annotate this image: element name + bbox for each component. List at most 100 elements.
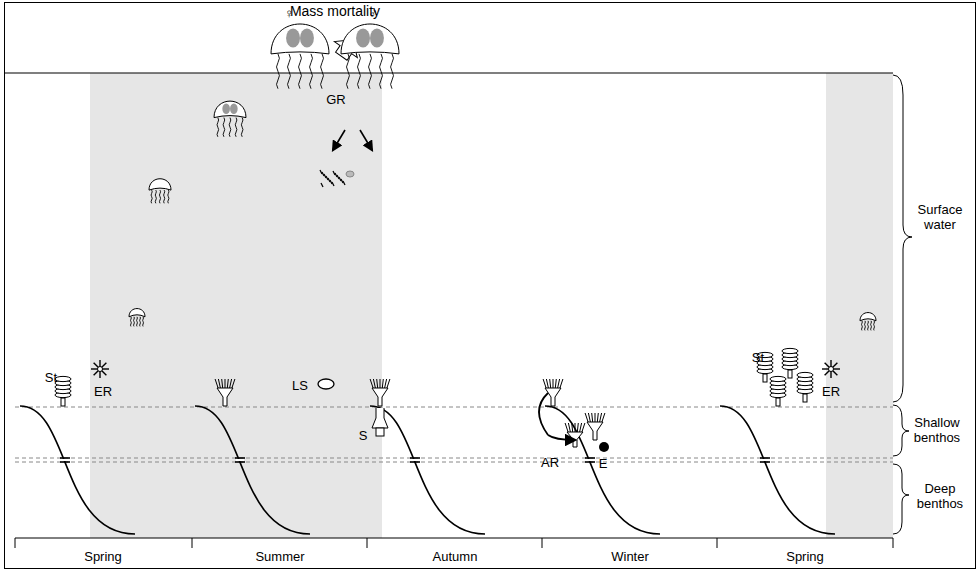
larva-settling	[318, 379, 334, 389]
polyp-tentacle	[222, 379, 223, 388]
medusa-bell	[860, 313, 876, 321]
tentacle	[241, 118, 243, 137]
polyp-tentacle	[582, 423, 585, 432]
season-tick	[15, 538, 16, 548]
stage-label: Mass mortality	[290, 3, 380, 19]
polyp-tentacle	[543, 379, 546, 388]
planula	[333, 171, 335, 175]
stage-label: S	[359, 429, 368, 444]
tentacle	[380, 54, 383, 89]
tentacle	[159, 190, 160, 203]
season-label: Spring	[786, 550, 824, 565]
tentacle	[164, 190, 165, 203]
strobila-stalk	[788, 370, 792, 378]
tentacle	[151, 190, 152, 203]
stage-label: ER	[94, 385, 112, 400]
tentacle	[321, 54, 324, 89]
polyp-tentacle	[568, 423, 570, 432]
season-tick	[893, 538, 894, 548]
tentacle	[229, 118, 231, 137]
season-label: Summer	[255, 550, 304, 565]
polyp-tentacle	[558, 379, 560, 388]
stage-label: GR	[326, 93, 346, 108]
stage-label: ER	[822, 385, 840, 400]
axis-break	[760, 457, 770, 459]
season-label: Winter	[611, 550, 649, 565]
polyp-tentacle	[385, 379, 387, 388]
tentacle	[142, 317, 144, 327]
planula	[322, 172, 324, 176]
polyp-tentacle	[215, 379, 218, 388]
tentacle	[347, 54, 350, 89]
gonad	[286, 28, 300, 47]
zone-label: Surface water	[911, 203, 969, 233]
strobila-stalk	[776, 398, 780, 406]
polyp-tentacle	[597, 413, 598, 422]
tentacle	[867, 321, 869, 331]
tentacle	[310, 54, 313, 89]
egg	[346, 171, 354, 177]
planula	[328, 178, 330, 182]
polyp-tentacle	[585, 413, 588, 422]
strobila-disc	[55, 376, 71, 381]
planula	[343, 181, 345, 185]
planula	[339, 177, 341, 181]
stage-label: ♀	[284, 7, 294, 22]
planula	[326, 176, 328, 180]
medusa-bell	[341, 24, 399, 54]
polyp-tentacle	[382, 379, 383, 388]
polyp-tentacle	[588, 413, 590, 422]
polyp-tentacle	[373, 379, 375, 388]
polyp-tentacle	[555, 379, 556, 388]
polyp-tentacle	[575, 423, 576, 432]
polyp-tentacle	[577, 423, 578, 432]
ephyra	[829, 367, 834, 372]
polyp	[372, 388, 388, 406]
season-label: Spring	[84, 550, 122, 565]
tentacle	[369, 54, 372, 89]
polyp-tentacle	[572, 423, 573, 432]
axis-break	[761, 459, 769, 461]
polyp-tentacle	[550, 379, 551, 388]
planula	[330, 180, 332, 184]
planula	[320, 170, 322, 174]
polyp	[545, 388, 561, 406]
axis-break	[585, 461, 595, 463]
tentacle	[870, 321, 872, 331]
planula	[324, 174, 326, 178]
gonad	[222, 104, 230, 115]
tentacle	[864, 321, 866, 331]
tentacle	[217, 118, 219, 137]
polyp-tentacle	[600, 413, 602, 422]
gonad	[356, 28, 370, 47]
ephyra	[98, 367, 103, 372]
planula	[335, 173, 337, 177]
polyp-tentacle	[370, 379, 373, 388]
polyp	[217, 388, 233, 406]
gonad	[230, 104, 238, 115]
polyp-tentacle	[553, 379, 554, 388]
axis-break	[235, 457, 245, 459]
polyp-tentacle	[546, 379, 548, 388]
polyp-tentacle	[232, 379, 235, 388]
polyp-tentacle	[565, 423, 568, 432]
stage-label: E	[599, 457, 608, 472]
stage-label: AR	[541, 456, 559, 471]
axis-break	[411, 459, 419, 461]
substrate-slope	[370, 406, 485, 534]
axis-break	[60, 461, 70, 463]
medusa-bell	[149, 179, 171, 190]
polyp-tentacle	[595, 413, 596, 422]
tentacle	[277, 54, 280, 89]
podocyst	[376, 428, 384, 436]
planula	[332, 182, 334, 186]
strobila-disc	[782, 348, 798, 353]
strobila-disc	[797, 372, 813, 377]
tentacle	[299, 54, 302, 89]
stage-label: St	[752, 351, 764, 366]
stage-label: LS	[292, 379, 308, 394]
axis-break	[410, 457, 420, 459]
tentacle	[288, 54, 291, 89]
